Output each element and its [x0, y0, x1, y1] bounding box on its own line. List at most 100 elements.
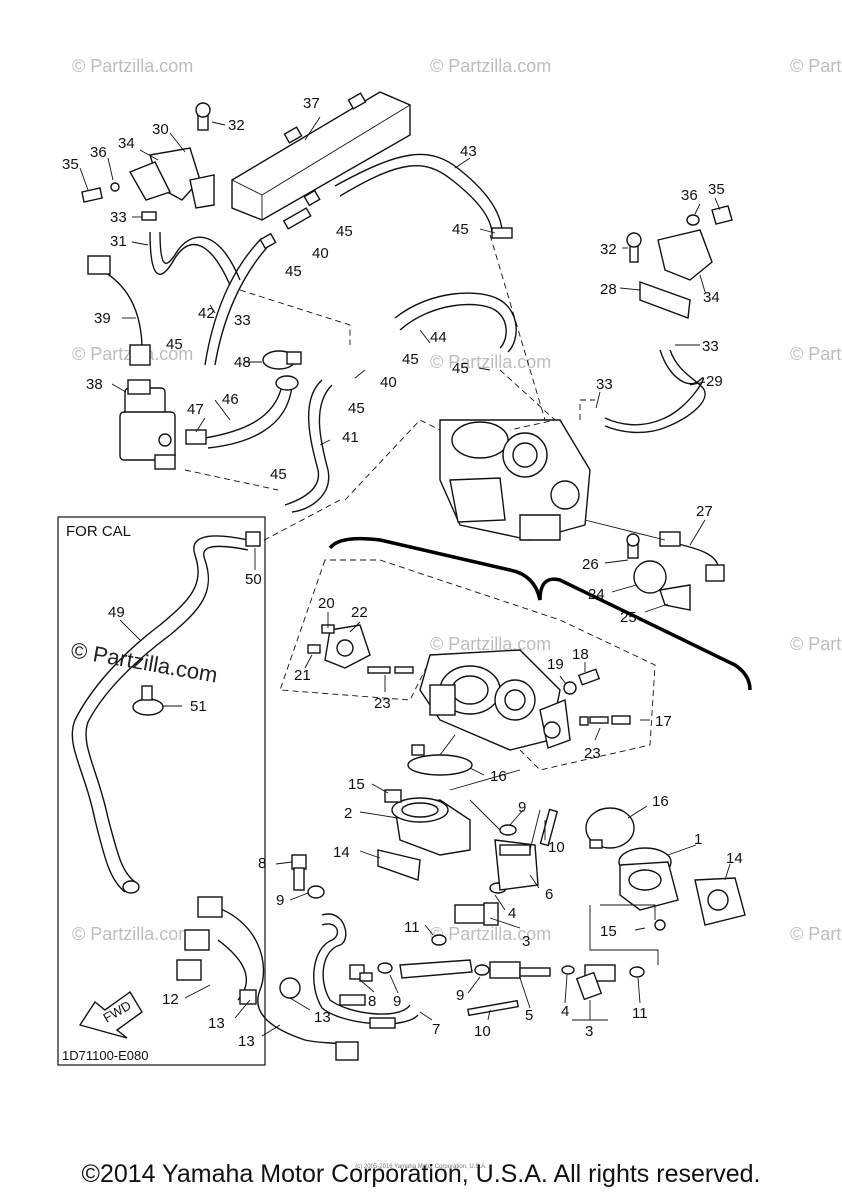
callout-45: 45 [452, 360, 469, 377]
callout-27: 27 [696, 503, 713, 520]
callout-40: 40 [380, 374, 397, 391]
callout-8: 8 [258, 855, 266, 872]
watermark: © Partzilla.com [430, 352, 551, 372]
joint-2 [384, 789, 471, 856]
callout-16: 16 [652, 793, 669, 810]
callout-6: 6 [545, 886, 553, 903]
callout-30: 30 [152, 121, 169, 138]
callout-24: 24 [588, 586, 605, 603]
hose-49 [71, 535, 249, 893]
callout-2: 2 [344, 805, 352, 822]
hose-46 [204, 384, 283, 439]
callout-45: 45 [285, 263, 302, 280]
callout-45: 45 [270, 466, 287, 483]
watermark: © Partzilla.com [790, 56, 842, 76]
callout-10: 10 [548, 839, 565, 856]
callout-17: 17 [655, 713, 672, 730]
screw-set-23-left [367, 666, 414, 674]
joint-40-upper [259, 189, 321, 250]
footer-copyright: ©2014 Yamaha Motor Corporation, U.S.A. A… [81, 1160, 761, 1188]
callout-33: 33 [110, 209, 127, 226]
fwd-arrow: FWD [78, 990, 143, 1039]
callout-34: 34 [703, 289, 720, 306]
leader-lines [79, 116, 731, 1037]
callout-33: 33 [702, 338, 719, 355]
callout-13: 13 [314, 1009, 331, 1026]
watermark: © Partzilla.com [790, 344, 842, 364]
watermark: © Partzilla.com [72, 924, 193, 944]
hose-42 [204, 237, 263, 366]
watermark: © Partzilla.com [790, 924, 842, 944]
watermark: © Partzilla.com [72, 56, 193, 76]
clamp-16-right [585, 807, 635, 849]
hose-29 [604, 349, 705, 426]
harness-39 [97, 267, 143, 346]
tps-22 [324, 624, 371, 669]
callout-48: 48 [234, 354, 251, 371]
callout-35: 35 [708, 181, 725, 198]
callout-29: 29 [706, 373, 723, 390]
callout-40: 40 [312, 245, 329, 262]
callout-9: 9 [393, 993, 401, 1010]
sensor-34-right [626, 205, 733, 319]
callout-11: 11 [404, 919, 420, 936]
exploded-view-bracket [328, 536, 752, 691]
throttle-body-assembly [439, 419, 591, 541]
callout-41: 41 [342, 429, 359, 446]
callout-49: 49 [108, 604, 125, 621]
callout-12: 12 [162, 991, 179, 1008]
diagram-code: 1D71100-E080 [62, 1048, 149, 1063]
callout-44: 44 [430, 329, 447, 346]
joint-1 [618, 847, 679, 911]
callout-13: 13 [208, 1015, 225, 1032]
callout-7: 7 [432, 1021, 440, 1038]
callout-3: 3 [522, 933, 530, 950]
callout-25: 25 [620, 609, 637, 626]
callout-9: 9 [276, 892, 284, 909]
callout-8: 8 [368, 993, 376, 1010]
callout-23: 23 [584, 745, 601, 762]
clamp-48 [262, 350, 302, 370]
callout-9: 9 [518, 799, 526, 816]
callout-11: 11 [632, 1005, 648, 1022]
inset-watermark: © Partzilla.com [69, 637, 219, 687]
callout-32: 32 [600, 241, 617, 258]
callout-32: 32 [228, 117, 245, 134]
hose-31 [149, 231, 231, 286]
watermark: © Partzilla.com [790, 634, 842, 654]
callout-45: 45 [452, 221, 469, 238]
callout-15: 15 [348, 776, 365, 793]
callout-13: 13 [238, 1033, 255, 1050]
footer-small-print: (c) 2005-2016 Yamaha Motor Corporation, … [355, 1164, 487, 1170]
sensor-bracket-30 [81, 102, 215, 221]
watermark: © Partzilla.com [430, 56, 551, 76]
callout-14: 14 [333, 844, 350, 861]
screw-set-23-right [579, 715, 631, 726]
callout-50: 50 [245, 571, 262, 588]
throttle-body-outline [279, 559, 656, 771]
callout-18: 18 [572, 646, 589, 663]
callout-45: 45 [348, 400, 365, 417]
callout-36: 36 [681, 187, 698, 204]
callout-35: 35 [62, 156, 79, 173]
callout-21: 21 [294, 667, 311, 684]
for-cal-inset [57, 516, 266, 1066]
callout-5: 5 [525, 1007, 533, 1024]
callout-37: 37 [303, 95, 320, 112]
watermark: © Partzilla.com [430, 634, 551, 654]
callout-1: 1 [694, 831, 702, 848]
callout-19: 19 [547, 656, 564, 673]
callout-14: 14 [726, 850, 743, 867]
callout-34: 34 [118, 135, 135, 152]
callout-numbers: 37 32 30 34 36 35 33 31 39 3 8 43 45 40 4… [62, 95, 743, 1063]
callout-46: 46 [222, 391, 239, 408]
callout-39: 39 [94, 310, 111, 327]
callout-31: 31 [110, 233, 127, 250]
callout-43: 43 [460, 143, 477, 160]
callout-23: 23 [374, 695, 391, 712]
wire-harness-12 [176, 896, 359, 1061]
callout-33: 33 [234, 312, 251, 329]
throttle-body-17 [419, 649, 571, 751]
clamp-51 [132, 685, 164, 716]
